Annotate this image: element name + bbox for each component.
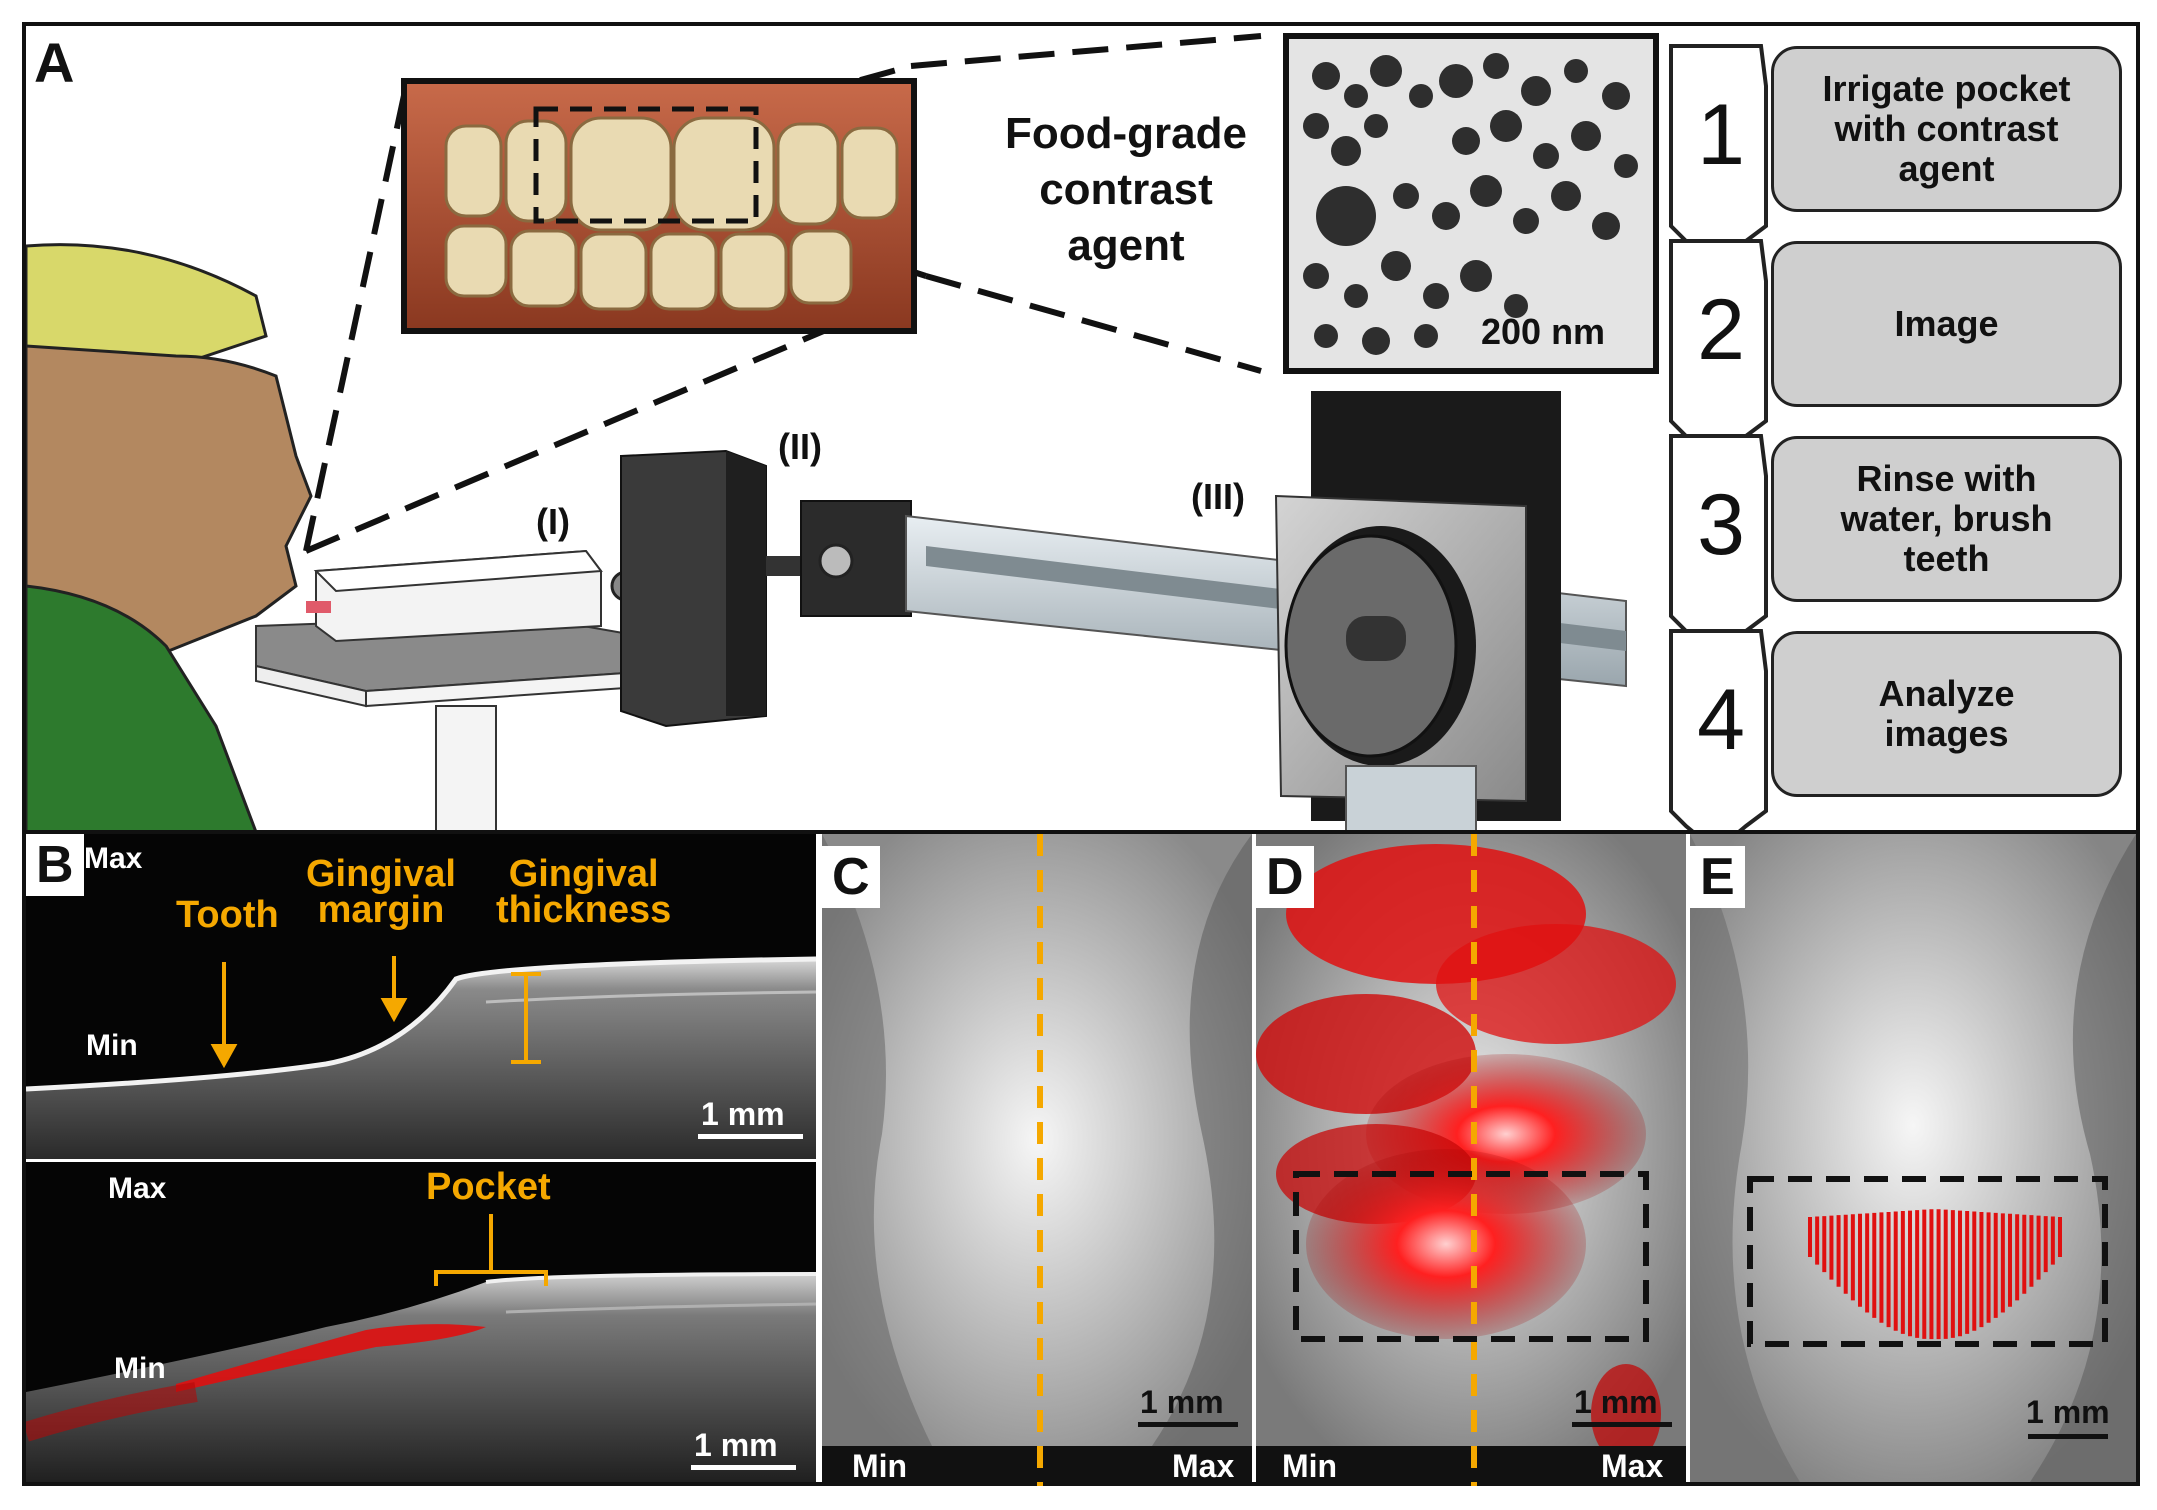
- pocket-label: Pocket: [426, 1166, 551, 1208]
- tooth-label: Tooth: [176, 894, 279, 936]
- panel-b-bottom: Pocket Max Min 1 mm: [26, 1162, 816, 1482]
- panel-c: 1 mm Min Max: [822, 834, 1252, 1486]
- panel-b-bottom-image: [26, 1214, 816, 1482]
- step-1-box: Irrigate pocket with contrast agent: [1771, 46, 2122, 212]
- tem-scale-label: 200 nm: [1481, 311, 1606, 352]
- step-3-number: 3: [1697, 477, 1745, 573]
- panel-a-letter: A: [34, 31, 75, 94]
- b-bottom-scalebar: [691, 1465, 796, 1470]
- step-3-box: Rinse with water, brush teeth: [1771, 436, 2122, 602]
- teeth-photo: [401, 78, 917, 334]
- panel-b-top-image: [26, 956, 816, 1159]
- c-min-label: Min: [852, 1448, 908, 1484]
- component-label-i: (I): [536, 501, 570, 542]
- b-bottom-scale-label: 1 mm: [694, 1427, 778, 1463]
- b-top-min-label: Min: [86, 1029, 138, 1062]
- person-shirt: [26, 584, 258, 832]
- contrast-agent-label: Food-grade contrast agent: [1005, 109, 1247, 270]
- panel-b-letter: B: [26, 834, 84, 896]
- panel-e-image: [1690, 834, 2136, 1482]
- b-bottom-max-label: Max: [108, 1172, 167, 1205]
- gingival-margin-label: Gingival margin: [306, 853, 456, 931]
- panel-a: A Food-grade contrast agent 200 nm (I) (…: [26, 26, 2136, 832]
- panel-e-letter: E: [1690, 846, 1745, 908]
- b-top-scalebar: [698, 1134, 803, 1139]
- panel-a-illustration: [26, 33, 1768, 832]
- b-top-max-label: Max: [84, 842, 143, 875]
- panel-d: 1 mm Min Max: [1256, 834, 1686, 1486]
- e-scalebar: [2028, 1434, 2108, 1439]
- step-2-box: Image: [1771, 241, 2122, 407]
- pocket-depth-lines: [1808, 1209, 2062, 1340]
- pocket-signal: [176, 1324, 486, 1392]
- connector-block: [800, 500, 912, 617]
- d-min-label: Min: [1282, 1448, 1338, 1484]
- d-scale-label: 1 mm: [1574, 1384, 1658, 1420]
- panel-c-image: [822, 834, 1252, 1486]
- component-label-iii: (III): [1191, 476, 1245, 517]
- step-arrow-4: [1669, 629, 1768, 832]
- e-scale-label: 1 mm: [2026, 1394, 2110, 1430]
- step-1-number: 1: [1697, 87, 1745, 183]
- stage-post: [1345, 765, 1477, 832]
- panel-b-top: Tooth Gingival margin Gingival thickness…: [26, 834, 816, 1159]
- step-2-number: 2: [1697, 282, 1745, 378]
- panel-c-letter: C: [822, 846, 880, 908]
- panel-e: 1 mm: [1690, 834, 2136, 1482]
- panel-d-image: [1256, 834, 1686, 1486]
- tem-image: [1283, 33, 1659, 374]
- gingival-thickness-label: Gingival thickness: [496, 853, 672, 931]
- c-max-label: Max: [1172, 1448, 1235, 1484]
- d-scalebar: [1572, 1422, 1672, 1427]
- d-max-label: Max: [1601, 1448, 1664, 1484]
- row-divider: [22, 830, 2140, 834]
- b-top-scale-label: 1 mm: [701, 1096, 785, 1132]
- table-stand: [435, 705, 497, 832]
- c-scale-label: 1 mm: [1140, 1384, 1224, 1420]
- panel-d-letter: D: [1256, 846, 1314, 908]
- b-bottom-min-label: Min: [114, 1352, 166, 1385]
- step-4-box: Analyze images: [1771, 631, 2122, 797]
- component-label-ii: (II): [778, 426, 822, 467]
- c-scalebar: [1138, 1422, 1238, 1427]
- step-4-number: 4: [1697, 672, 1745, 768]
